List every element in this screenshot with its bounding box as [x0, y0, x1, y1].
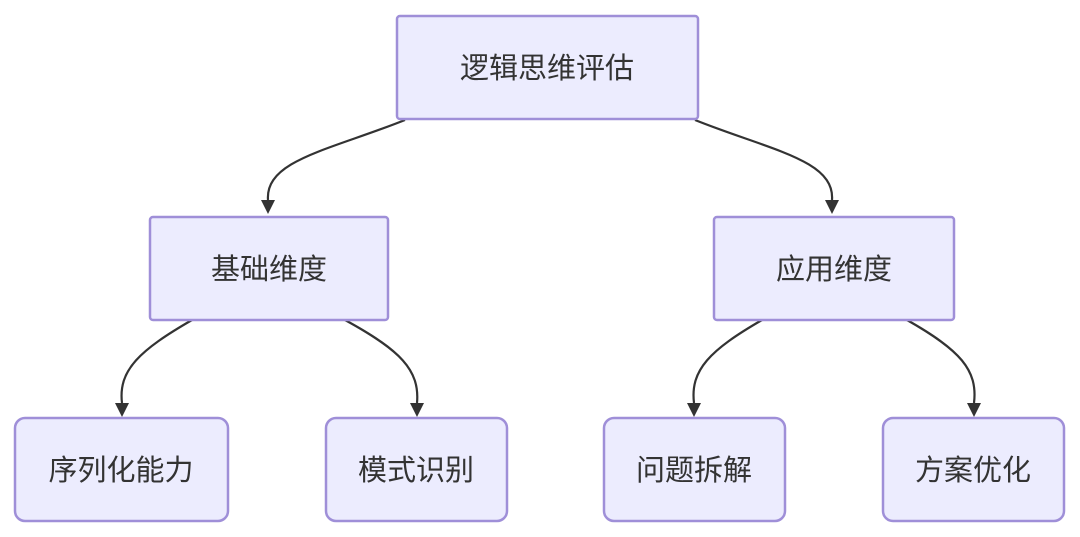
- node-decompose-box: [602, 416, 787, 523]
- node-root: 逻辑思维评估: [395, 14, 700, 121]
- edge-basic-pattern: [344, 319, 419, 404]
- node-sequencing-label: 序列化能力: [48, 453, 193, 487]
- edge-root-basic: [266, 118, 406, 201]
- arrowhead-basic: [261, 200, 275, 214]
- arrowhead-sequencing: [115, 403, 129, 417]
- edge-applied-optimize: [906, 319, 976, 404]
- node-pattern: 模式识别: [324, 416, 509, 523]
- node-pattern-label: 模式识别: [358, 453, 474, 487]
- arrowhead-decompose: [687, 403, 701, 417]
- node-sequencing: 序列化能力: [13, 416, 230, 523]
- node-optimize: 方案优化: [881, 416, 1066, 523]
- node-basic: 基础维度: [148, 215, 390, 322]
- arrowhead-applied: [825, 200, 839, 214]
- node-applied-label: 应用维度: [776, 252, 892, 286]
- node-root-box: [395, 14, 700, 121]
- node-optimize-label: 方案优化: [915, 453, 1031, 487]
- node-basic-label: 基础维度: [211, 252, 327, 286]
- arrowhead-optimize: [967, 403, 981, 417]
- node-decompose: 问题拆解: [602, 416, 787, 523]
- node-pattern-box: [324, 416, 509, 523]
- edge-applied-decompose: [692, 319, 763, 404]
- node-root-label: 逻辑思维评估: [460, 51, 634, 85]
- node-basic-box: [148, 215, 390, 322]
- node-applied: 应用维度: [712, 215, 956, 322]
- node-optimize-box: [881, 416, 1066, 523]
- arrowhead-pattern: [410, 403, 424, 417]
- edges: [115, 118, 981, 417]
- node-sequencing-box: [13, 416, 230, 523]
- node-decompose-label: 问题拆解: [636, 453, 752, 487]
- edge-basic-sequencing: [120, 319, 193, 404]
- edge-root-applied: [694, 118, 834, 201]
- node-applied-box: [712, 215, 956, 322]
